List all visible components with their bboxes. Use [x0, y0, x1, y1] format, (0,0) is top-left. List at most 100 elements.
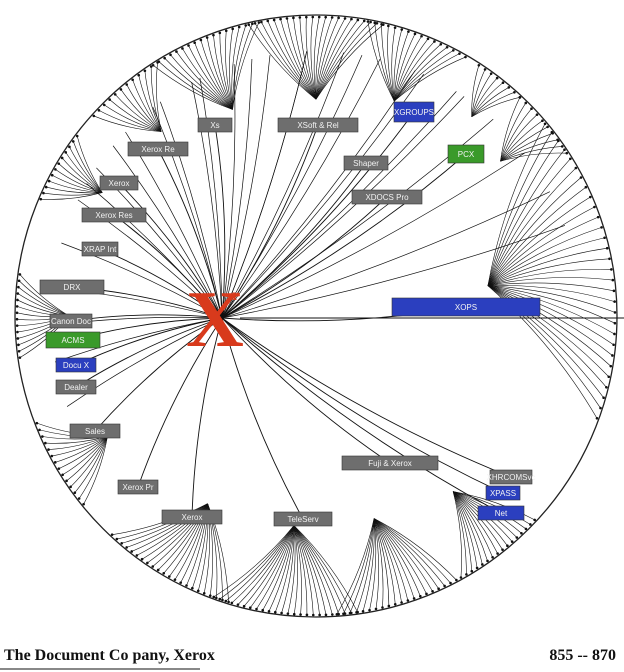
leaf-node[interactable] [92, 114, 96, 118]
leaf-node[interactable] [247, 23, 251, 26]
leaf-node[interactable] [257, 21, 261, 24]
leaf-node[interactable] [215, 596, 218, 600]
leaf-node[interactable] [420, 34, 423, 38]
tree-node[interactable]: ACMS [45, 331, 101, 349]
leaf-node[interactable] [273, 610, 277, 614]
leaf-node[interactable] [205, 36, 209, 39]
leaf-node[interactable] [231, 27, 234, 31]
leaf-node[interactable] [613, 332, 616, 336]
leaf-node[interactable] [330, 16, 334, 19]
leaf-node[interactable] [426, 37, 430, 41]
leaf-node[interactable] [368, 608, 371, 612]
leaf-node[interactable] [449, 581, 452, 585]
leaf-node[interactable] [387, 24, 390, 28]
leaf-node[interactable] [57, 467, 61, 470]
leaf-node[interactable] [356, 18, 360, 22]
tree-node[interactable]: Sales [69, 423, 121, 439]
leaf-node[interactable] [529, 523, 532, 526]
leaf-node[interactable] [613, 300, 616, 303]
leaf-node[interactable] [82, 502, 85, 506]
leaf-node[interactable] [151, 63, 155, 67]
leaf-node[interactable] [535, 113, 539, 116]
leaf-node[interactable] [42, 191, 45, 195]
leaf-node[interactable] [556, 138, 559, 142]
leaf-node[interactable] [261, 608, 265, 612]
leaf-node[interactable] [169, 53, 172, 57]
leaf-node[interactable] [47, 448, 50, 451]
leaf-node[interactable] [419, 594, 422, 598]
leaf-node[interactable] [465, 573, 468, 576]
leaf-node[interactable] [18, 273, 22, 276]
leaf-node[interactable] [579, 176, 583, 179]
leaf-node[interactable] [375, 21, 379, 25]
leaf-node[interactable] [266, 19, 270, 23]
leaf-node[interactable] [524, 527, 528, 531]
leaf-node[interactable] [374, 607, 378, 611]
leaf-node[interactable] [501, 81, 505, 84]
leaf-node[interactable] [41, 435, 44, 438]
leaf-node[interactable] [611, 354, 614, 357]
leaf-node[interactable] [53, 461, 57, 464]
leaf-node[interactable] [455, 578, 458, 582]
leaf-node[interactable] [613, 311, 617, 314]
leaf-node[interactable] [593, 205, 596, 209]
tree-node[interactable]: XSoft & Rel [277, 117, 359, 133]
leaf-node[interactable] [255, 607, 258, 611]
leaf-node[interactable] [47, 179, 51, 183]
leaf-node[interactable] [140, 557, 144, 561]
leaf-node[interactable] [298, 16, 302, 19]
leaf-node[interactable] [311, 613, 315, 617]
leaf-node[interactable] [607, 375, 611, 379]
leaf-node[interactable] [599, 406, 602, 410]
xerox-root-node[interactable]: X r [186, 276, 244, 364]
leaf-node[interactable] [244, 24, 248, 27]
leaf-node[interactable] [260, 20, 263, 24]
leaf-node[interactable] [305, 613, 309, 617]
leaf-node[interactable] [464, 55, 467, 59]
leaf-node[interactable] [39, 197, 43, 201]
leaf-node[interactable] [439, 42, 443, 46]
leaf-node[interactable] [324, 15, 327, 19]
leaf-node[interactable] [362, 19, 366, 23]
leaf-node[interactable] [218, 31, 222, 35]
leaf-node[interactable] [612, 343, 615, 347]
leaf-node[interactable] [515, 536, 519, 539]
leaf-node[interactable] [18, 356, 22, 359]
tree-node[interactable]: DRX [39, 279, 105, 295]
leaf-node[interactable] [400, 28, 404, 31]
leaf-node[interactable] [355, 610, 358, 614]
leaf-node[interactable] [481, 563, 484, 566]
leaf-node[interactable] [110, 533, 114, 536]
leaf-node[interactable] [596, 215, 600, 219]
leaf-node[interactable] [318, 613, 321, 617]
tree-node[interactable]: Canon Doc [49, 313, 93, 329]
leaf-node[interactable] [253, 21, 257, 25]
leaf-node[interactable] [518, 96, 522, 99]
leaf-node[interactable] [65, 479, 68, 483]
leaf-node[interactable] [603, 236, 606, 240]
leaf-node[interactable] [17, 279, 21, 283]
leaf-node[interactable] [137, 73, 141, 77]
leaf-node[interactable] [156, 568, 160, 572]
leaf-node[interactable] [369, 20, 372, 24]
leaf-node[interactable] [470, 569, 474, 573]
leaf-node[interactable] [71, 140, 75, 143]
leaf-node[interactable] [248, 606, 252, 609]
leaf-node[interactable] [15, 305, 19, 308]
leaf-node[interactable] [212, 33, 215, 37]
leaf-node[interactable] [311, 15, 315, 19]
leaf-node[interactable] [44, 185, 48, 189]
leaf-node[interactable] [475, 566, 479, 570]
leaf-node[interactable] [589, 195, 592, 199]
leaf-node[interactable] [366, 20, 370, 23]
leaf-node[interactable] [530, 107, 533, 111]
leaf-node[interactable] [77, 497, 81, 500]
leaf-node[interactable] [451, 49, 455, 52]
leaf-node[interactable] [292, 16, 295, 20]
leaf-node[interactable] [146, 561, 149, 565]
leaf-node[interactable] [16, 330, 19, 334]
leaf-node[interactable] [115, 537, 119, 541]
leaf-node[interactable] [565, 151, 569, 155]
tree-node[interactable]: Net [477, 505, 525, 521]
leaf-node[interactable] [317, 15, 321, 19]
